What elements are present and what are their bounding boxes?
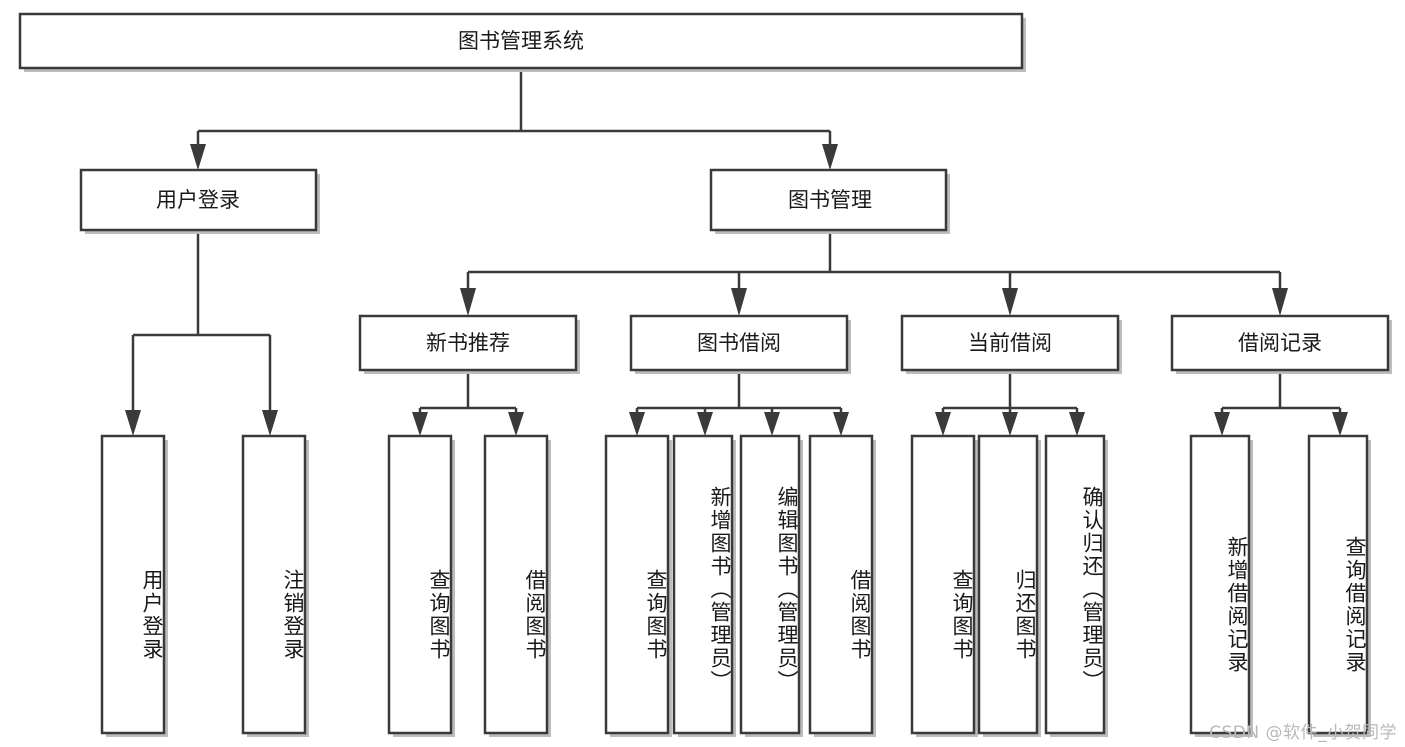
arrow-leaf6 (697, 412, 713, 436)
node-root-label: 图书管理系统 (458, 29, 584, 53)
node-records-box[interactable] (1170, 314, 1390, 372)
leaf1-box[interactable] (100, 434, 166, 735)
leaf4-box[interactable] (483, 434, 549, 735)
arrow-leaf4 (508, 412, 524, 436)
arrow-to-newbook (460, 288, 476, 316)
arrow-leaf10 (1002, 412, 1018, 436)
arrow-leaf12 (1214, 412, 1230, 436)
arrow-leaf5 (629, 412, 645, 436)
node-login-box[interactable] (79, 168, 318, 232)
node-newbook-label: 新书推荐 (426, 331, 510, 355)
node-root-box[interactable] (18, 12, 1024, 70)
leaf8-box[interactable] (808, 434, 874, 735)
leaf6-box[interactable] (672, 434, 734, 735)
leaf2-box[interactable] (241, 434, 307, 735)
node-borrow-label: 图书借阅 (697, 331, 781, 355)
node-borrow[interactable]: 图书借阅 (629, 314, 851, 374)
leaf7-box[interactable] (739, 434, 801, 735)
node-borrow-box[interactable] (629, 314, 849, 372)
leaf12-box[interactable] (1189, 434, 1251, 735)
node-login-label: 用户登录 (156, 188, 240, 212)
leaf13-box[interactable] (1307, 434, 1369, 735)
leaf9-box[interactable] (910, 434, 976, 735)
leaf11-box[interactable] (1044, 434, 1106, 735)
arrow-leaf7 (764, 412, 780, 436)
arrow-leaf11 (1069, 412, 1085, 436)
node-newbook-box[interactable] (358, 314, 578, 372)
node-bookmgmt[interactable]: 图书管理 (709, 168, 950, 234)
arrow-leaf9 (935, 412, 951, 436)
node-records[interactable]: 借阅记录 (1170, 314, 1392, 374)
leaf10-box[interactable] (977, 434, 1039, 735)
node-current[interactable]: 当前借阅 (900, 314, 1122, 374)
arrow-leaf1 (125, 410, 141, 436)
node-bookmgmt-label: 图书管理 (788, 188, 872, 212)
node-current-label: 当前借阅 (968, 331, 1052, 355)
leaf3-box[interactable] (387, 434, 453, 735)
arrow-to-login (190, 144, 206, 170)
leaf-box-group (100, 434, 1371, 737)
arrow-to-bookmgmt (822, 144, 838, 170)
node-records-label: 借阅记录 (1238, 331, 1322, 355)
arrow-leaf3 (412, 412, 428, 436)
leaf5-box[interactable] (604, 434, 670, 735)
connector-group (125, 70, 1348, 436)
node-root[interactable]: 图书管理系统 (18, 12, 1026, 72)
csdn-watermark: CSDN @软件_小贺同学 (1209, 723, 1397, 743)
arrow-leaf13 (1332, 412, 1348, 436)
node-current-box[interactable] (900, 314, 1120, 372)
arrow-leaf8 (833, 412, 849, 436)
arrow-to-records (1272, 288, 1288, 316)
arrow-to-current (1002, 288, 1018, 316)
arrow-to-borrow (731, 288, 747, 316)
node-newbook[interactable]: 新书推荐 (358, 314, 580, 374)
arrow-leaf2 (262, 410, 278, 436)
node-bookmgmt-box[interactable] (709, 168, 948, 232)
node-login[interactable]: 用户登录 (79, 168, 320, 234)
